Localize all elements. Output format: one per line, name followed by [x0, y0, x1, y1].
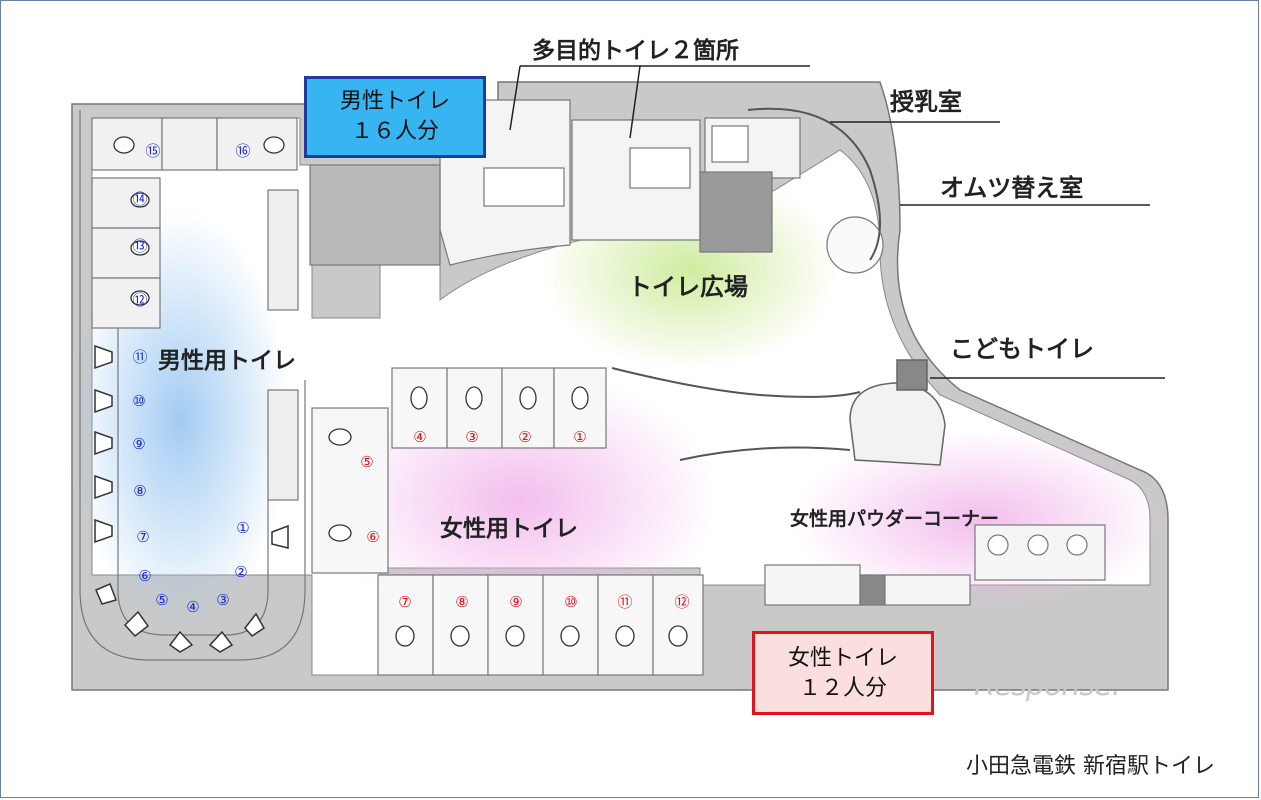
leader-lines [509, 65, 1165, 379]
womens-box-line2: １２人分 [798, 676, 887, 701]
womens-number: ③ [465, 428, 478, 446]
womens-number: ① [573, 428, 586, 446]
label-nursing-room: 授乳室 [890, 88, 962, 116]
caption: 小田急電鉄 新宿駅トイレ [966, 754, 1215, 779]
mens-stall-numbers: ⑮ ⑯ ⑭ ⑬ ⑫ ⑪ ⑩ ⑨ ⑧ ⑦ ⑥ ⑤ ④ ③ ② ① [132, 142, 250, 616]
mens-toilet-room [79, 110, 306, 661]
womens-number: ⑤ [360, 453, 373, 471]
womens-number: ⑪ [617, 593, 632, 611]
label-womens-toilet: 女性用トイレ [440, 515, 578, 542]
womens-stall-numbers: ④ ③ ② ① ⑤ ⑥ ⑦ ⑧ ⑨ ⑩ ⑪ ⑫ [360, 428, 689, 611]
womens-box-line1: 女性トイレ [787, 646, 898, 671]
womens-number: ② [518, 428, 531, 446]
womens-number: ⑩ [564, 593, 577, 611]
label-diaper-room: オムツ替え室 [940, 174, 1083, 202]
womens-number: ⑨ [509, 593, 522, 611]
mens-urinals [94, 344, 289, 653]
curve-lines [611, 107, 881, 461]
kids-toilet-room [849, 359, 946, 466]
label-plaza: トイレ広場 [628, 273, 748, 301]
powder-counters [764, 524, 1106, 606]
mens-number: ⑮ [145, 142, 160, 160]
label-powder-corner: 女性用パウダーコーナー [790, 507, 999, 530]
mens-number: ⑦ [136, 528, 149, 546]
womens-bottom-stalls [377, 574, 704, 676]
womens-capacity-box: 女性トイレ １２人分 [752, 631, 934, 715]
womens-number: ⑧ [455, 593, 468, 611]
mens-box-line2: １６人分 [350, 119, 439, 144]
mens-number: ⑨ [132, 435, 145, 453]
mens-number: ⑯ [235, 142, 250, 160]
mens-number: ② [234, 563, 247, 581]
mens-box-line1: 男性トイレ [339, 89, 450, 114]
label-multi-toilet: 多目的トイレ２箇所 [532, 37, 739, 64]
womens-number: ⑦ [398, 593, 411, 611]
label-mens-toilet: 男性用トイレ [158, 348, 296, 374]
watermark-logo: Response. [974, 668, 1121, 703]
mens-number: ⑫ [132, 291, 147, 309]
womens-number: ⑫ [674, 593, 689, 611]
mens-number: ⑭ [132, 190, 147, 208]
mens-number: ⑩ [132, 392, 145, 410]
mens-number: ③ [216, 591, 229, 609]
label-kids-toilet: こどもトイレ [950, 335, 1094, 363]
mens-number: ⑬ [132, 237, 147, 255]
mens-number: ⑥ [138, 567, 151, 585]
mens-number: ⑤ [155, 591, 168, 609]
womens-number: ④ [413, 428, 426, 446]
toilet-fixtures [113, 136, 688, 647]
mens-number: ④ [186, 598, 199, 616]
mens-number: ⑧ [133, 482, 146, 500]
womens-number: ⑥ [366, 528, 379, 546]
mens-capacity-box: 男性トイレ １６人分 [304, 76, 486, 158]
mens-number: ① [236, 519, 249, 537]
mens-number: ⑪ [132, 348, 147, 366]
